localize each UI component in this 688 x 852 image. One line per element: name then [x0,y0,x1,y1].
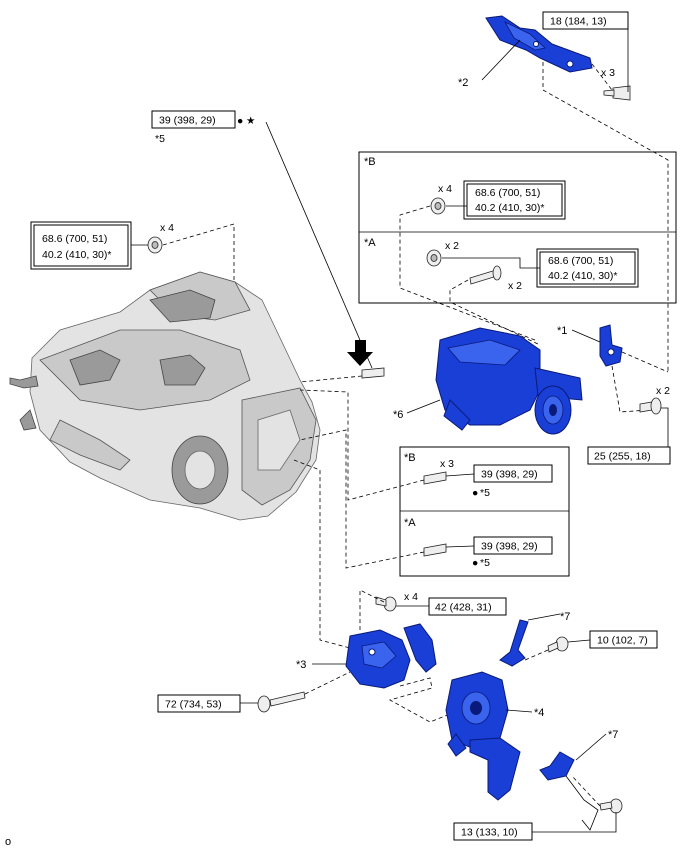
torque-stud-b: 39 (398, 29) [481,469,538,481]
torque-stud-top: 39 (398, 29) [159,115,216,127]
torque-box-stud-b [473,464,553,483]
section-a-bottom: *A [404,517,416,529]
flange-nut-a [426,249,442,267]
bracket-part-1 [599,324,623,367]
bullet-b: ● [472,487,478,499]
callout-5-b: *5 [480,487,490,499]
torque-bolt-right: 25 (255, 18) [594,451,651,463]
qty-x4-left: x 4 [160,222,174,234]
transaxle-assembly [9,271,321,521]
figure-code: o [5,836,11,848]
bolt-right [639,397,662,415]
section-b-bottom: *B [404,452,416,464]
torque-box-left-inner [33,224,129,267]
callout-7-top: *7 [560,611,570,623]
torque-through-bolt: 72 (734, 53) [165,699,222,711]
front-arrow-icon [347,340,373,366]
torque-nut-a-2: 40.2 (410, 30)* [548,270,617,282]
transmission-mount-part-3 [345,623,437,689]
qty-x3-top: x 3 [601,67,615,79]
torque-nut-left-1: 68.6 (700, 51) [42,233,107,245]
torque-box-stud-top [151,110,236,129]
qty-x4-mount: x 4 [404,591,418,603]
bracket-part-7-bottom [539,751,599,831]
bracket-part-7-top [499,619,529,667]
callout-3: *3 [296,659,306,671]
engine-mount-part-4 [445,671,521,801]
callout-5-a: *5 [480,557,490,569]
stud-bolt-b [423,471,447,485]
torque-nut-left-2: 40.2 (410, 30)* [42,249,111,261]
torque-stud-a: 39 (398, 29) [481,541,538,553]
stud-bolt-a [423,543,447,557]
torque-bolt-10: 10 (102, 7) [597,635,648,647]
flange-bolt-a [469,265,502,285]
section-b-top: *B [364,156,376,168]
bullet-a: ● [472,557,478,569]
torque-box-b-inner [466,183,563,217]
qty-x3-b: x 3 [440,458,454,470]
flange-nut-b [430,197,446,215]
bracket-part-2 [485,15,593,73]
callout-1: *1 [557,325,567,337]
callout-6: *6 [393,409,403,421]
torque-mount-bolt: 42 (428, 31) [435,602,492,614]
callout-5-top: *5 [155,133,165,145]
callout-4: *4 [534,707,544,719]
star-symbol: ★ [246,115,256,127]
torque-nut-b-1: 68.6 (700, 51) [475,187,540,199]
through-bolt [257,691,306,713]
variant-frame-top [358,151,677,304]
bracket-bolt [603,85,631,101]
torque-box-bolt-right [587,446,671,465]
callout-2: *2 [458,77,468,89]
torque-nut-a-1: 68.6 (700, 51) [548,255,613,267]
torque-box-mount-bolt [428,597,507,616]
torque-box-stud-a [473,536,553,555]
stud-bolt-top [361,367,385,379]
qty-x2-a-bolt: x 2 [508,280,522,292]
mount-bolt [375,596,397,612]
torque-box-bolt-13 [453,822,533,841]
qty-x2-a-nut: x 2 [445,240,459,252]
callout-7-bottom: *7 [608,729,618,741]
bolt-10 [547,636,569,653]
torque-bolt-13: 13 (133, 10) [461,827,518,839]
bolt-13 [599,798,623,814]
variant-frame-bottom [399,446,570,577]
torque-nut-b-2: 40.2 (410, 30)* [475,202,544,214]
torque-bracket-bolt: 18 (184, 13) [550,16,607,28]
qty-x4-b: x 4 [438,183,452,195]
bullet-symbol: ● [237,115,243,127]
flange-nut-left [147,236,163,254]
torque-box-a-inner [539,251,636,285]
qty-x2-right: x 2 [656,385,670,397]
section-a-top: *A [364,237,376,249]
transfer-assembly-part-6 [435,327,583,435]
torque-box-through-bolt [157,694,241,713]
torque-box-bolt-10 [589,630,658,649]
